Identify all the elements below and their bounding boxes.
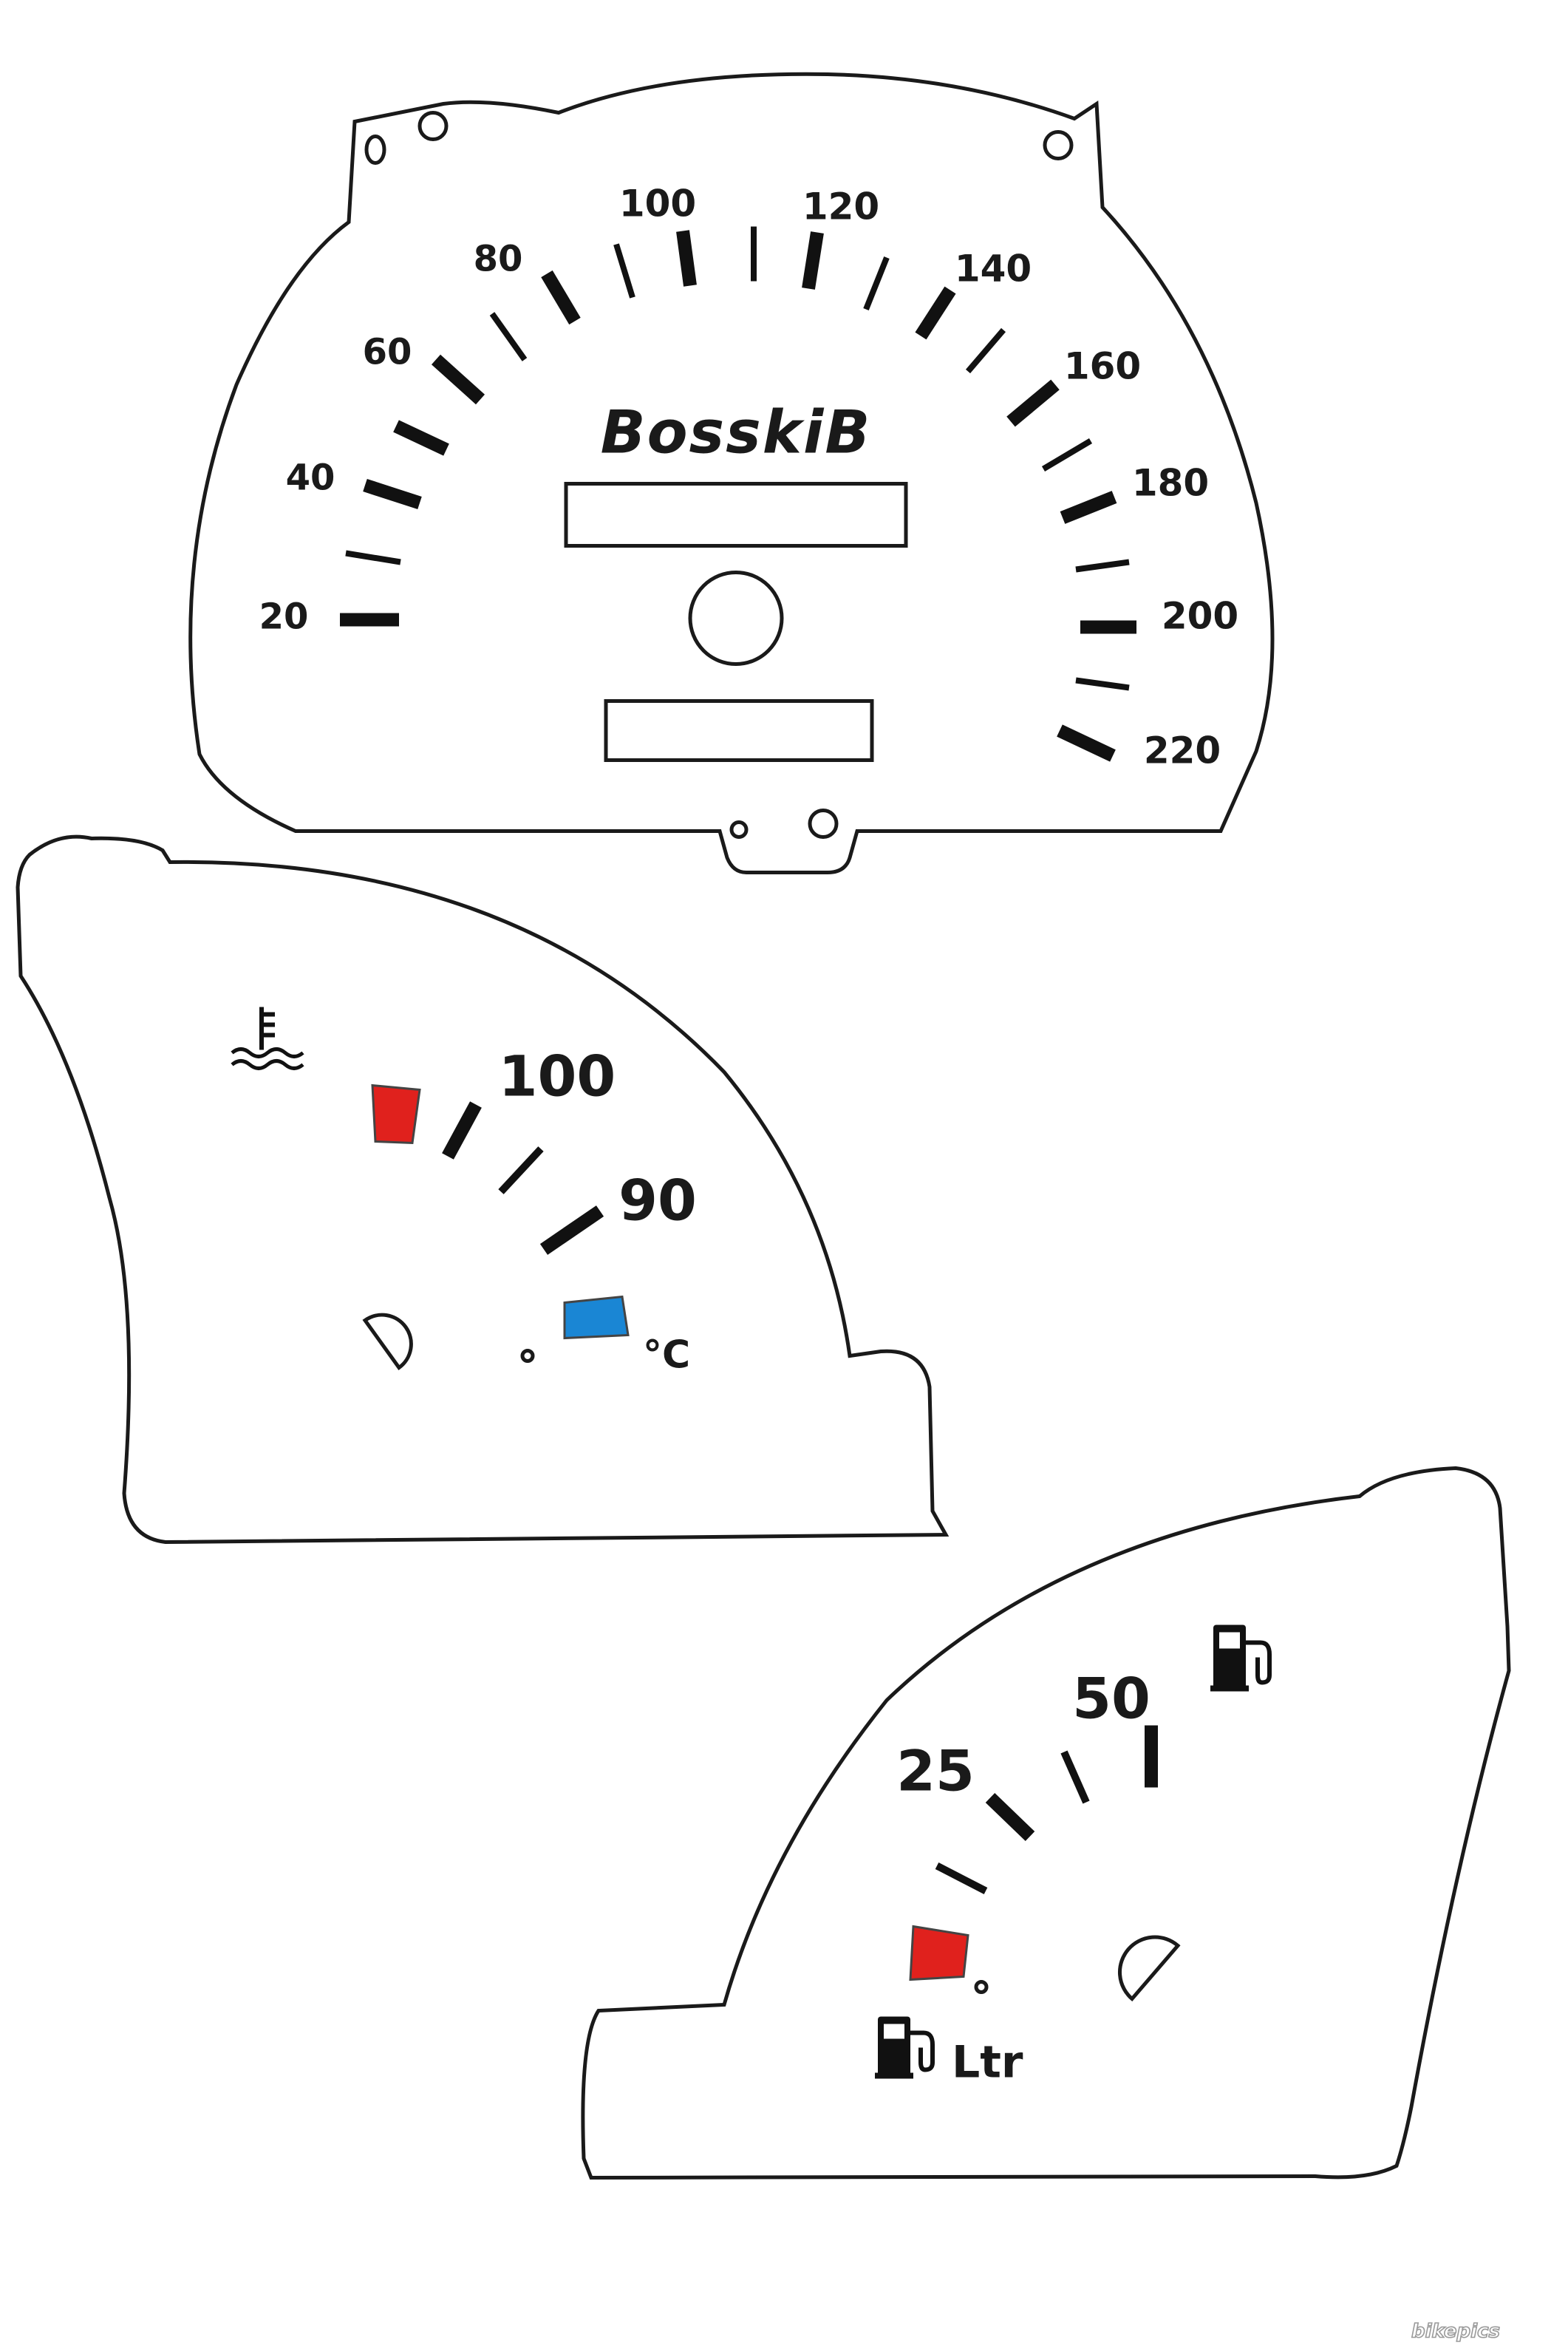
speedometer-face: 20 40 60 80 100 120 140 160 180 200 220 … (188, 72, 1275, 874)
speed-label: 200 (1162, 595, 1238, 638)
speed-minor-tick (1041, 438, 1093, 472)
speed-major-tick (363, 478, 422, 510)
fuel-unit: Ltr (952, 2037, 1023, 2089)
temperature-hot-zone (371, 1083, 421, 1145)
speed-label: 100 (619, 183, 696, 225)
temperature-minor-tick (498, 1146, 544, 1194)
trip-odometer-window (604, 699, 874, 762)
fuel-label: 25 (896, 1738, 975, 1804)
speed-major-tick (541, 270, 581, 325)
temperature-label: 90 (618, 1168, 697, 1234)
fuel-pump-icon (1210, 1624, 1272, 1692)
mounting-hole (364, 135, 386, 165)
temperature-label: 100 (499, 1044, 616, 1109)
speed-label: 160 (1064, 345, 1141, 388)
temperature-unit: °C (643, 1333, 690, 1378)
mounting-hole (729, 820, 749, 839)
speed-major-tick (1060, 491, 1117, 524)
speed-minor-tick (489, 312, 528, 361)
temperature-cold-zone (563, 1295, 630, 1340)
coolant-temperature-icon (231, 1007, 304, 1070)
speed-label: 120 (802, 186, 879, 228)
speed-major-tick (431, 354, 485, 405)
fuel-gauge-face: 25 50 Ltr (581, 1466, 1511, 2180)
temperature-needle-pivot (362, 1313, 413, 1370)
mounting-hole (417, 111, 449, 141)
speed-major-tick (1057, 724, 1116, 762)
fuel-label: 50 (1072, 1666, 1151, 1732)
speed-label: 60 (363, 332, 412, 373)
speed-major-tick (676, 230, 697, 287)
speed-label: 220 (1144, 729, 1221, 772)
speed-major-tick (1006, 379, 1060, 427)
temperature-gauge-face: 100 90 °C (16, 834, 950, 1545)
speed-minor-ticks (345, 226, 1130, 691)
speed-minor-tick (1075, 559, 1130, 573)
brand-logo-text: BosskiB (601, 398, 872, 467)
speed-minor-tick (1075, 677, 1130, 691)
temperature-major-tick (539, 1205, 604, 1255)
mounting-hole (808, 809, 839, 839)
speed-minor-tick (965, 327, 1006, 374)
indicator-hole (520, 1349, 535, 1363)
speed-label: 140 (955, 248, 1032, 290)
watermark: bikepics (1411, 2321, 1500, 2343)
speed-label: 80 (474, 239, 523, 280)
speed-label: 40 (286, 457, 335, 499)
speed-major-tick (915, 286, 956, 340)
fuel-needle-pivot (1117, 1935, 1181, 2002)
fuel-reserve-zone (909, 1925, 969, 1981)
speed-minor-tick (863, 256, 890, 310)
speedometer-outline (188, 72, 1275, 874)
mounting-hole (1043, 130, 1074, 160)
temperature-gauge-outline (16, 834, 950, 1545)
speed-label: 20 (259, 596, 309, 638)
temperature-major-tick (442, 1101, 482, 1160)
speed-major-tick (393, 420, 449, 456)
fuel-major-tick (985, 1793, 1035, 1841)
odometer-window (564, 482, 908, 548)
speed-label: 180 (1132, 462, 1209, 505)
needle-hub-hole (688, 571, 784, 666)
fuel-minor-tick (935, 1862, 988, 1894)
speed-major-tick (802, 231, 824, 290)
indicator-hole (974, 1980, 989, 1994)
fuel-pump-icon (875, 2016, 935, 2079)
speed-major-ticks (340, 230, 1136, 762)
speed-minor-tick (613, 243, 635, 299)
fuel-gauge-outline (581, 1466, 1511, 2180)
speed-minor-tick (345, 550, 401, 565)
fuel-minor-tick (1060, 1750, 1090, 1804)
